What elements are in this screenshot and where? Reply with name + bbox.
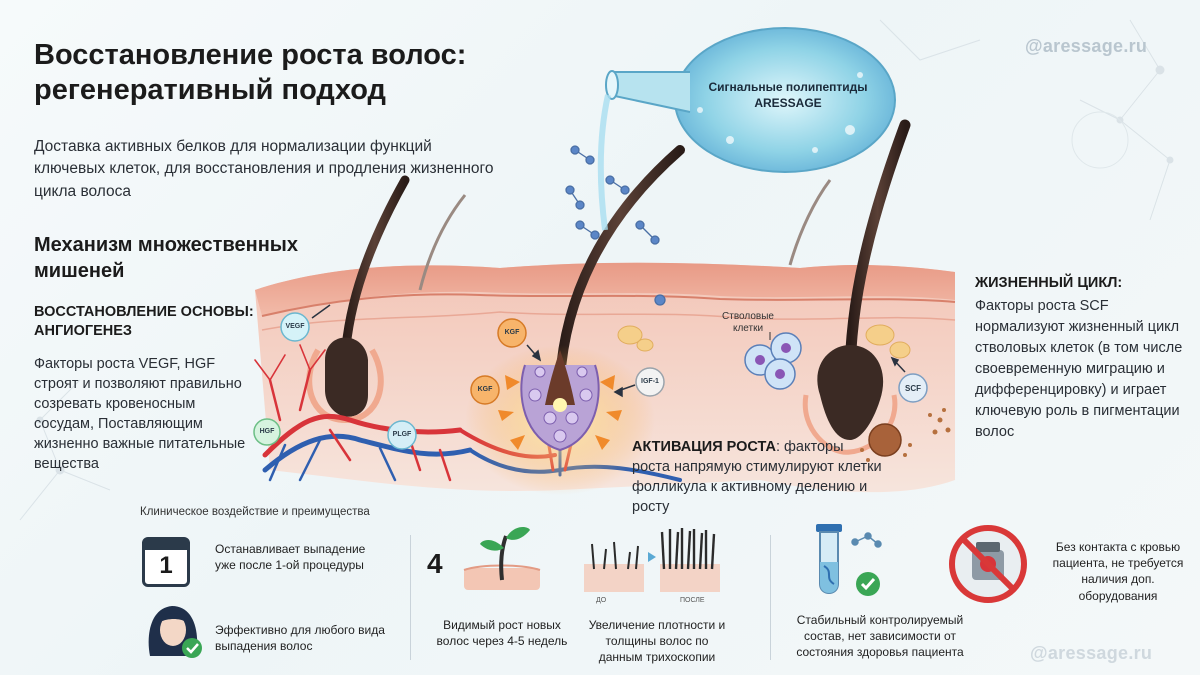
vegf-bubble xyxy=(280,312,310,342)
benefit-visible-growth: Видимый рост новых волос через 4-5 недел… xyxy=(436,618,568,649)
benefit-no-blood: Без контакта с кровью пациента, не требу… xyxy=(1052,540,1184,603)
background-molecules xyxy=(19,19,1174,521)
igf-bubble xyxy=(635,367,665,397)
angiogenesis-heading: ВОССТАНОВЛЕНИЕ ОСНОВЫ: АНГИОГЕНЕЗ xyxy=(34,304,254,339)
activation-block: АКТИВАЦИЯ РОСТА: факторы роста напрямую … xyxy=(632,437,882,517)
plgf-label: PLGF xyxy=(392,431,412,438)
kgf-label-left: KGF xyxy=(477,386,493,393)
fat-cells xyxy=(617,324,911,359)
before-after-icon xyxy=(584,528,720,592)
benefit-stops-loss: Останавливает выпадение уже после 1-ой п… xyxy=(215,542,366,573)
after-label: после xyxy=(680,597,705,604)
benefits-heading: Клиническое воздействие и преимущества xyxy=(140,506,370,518)
activation-arrows xyxy=(498,375,622,450)
activation-text: : факторы роста напрямую стимулируют кле… xyxy=(632,439,882,515)
kgf-bubble-top xyxy=(497,318,527,348)
weeks-number: 4 xyxy=(427,548,443,579)
angiogenesis-text: Факторы роста VEGF, HGF строят и позволя… xyxy=(34,356,246,472)
flask xyxy=(605,27,896,173)
benefit-any-loss: Эффективно для любого вида выпадения вол… xyxy=(215,623,385,654)
calendar-number: 1 xyxy=(159,552,173,579)
stem-cells xyxy=(744,332,802,390)
woman-head-icon xyxy=(148,606,202,658)
scf-label: SCF xyxy=(905,384,921,393)
flask-label: Сигнальные полипептиды ARESSAGE xyxy=(708,80,868,110)
hgf-label: HGF xyxy=(259,428,275,435)
life-cycle-text: Факторы роста SCF нормализуют жизненный … xyxy=(975,298,1183,441)
scf-bubble xyxy=(898,373,928,403)
no-equipment-icon xyxy=(949,525,1027,603)
calendar-icon: 1 xyxy=(142,537,190,587)
falling-molecules xyxy=(565,145,666,306)
activation-heading: АКТИВАЦИЯ РОСТА xyxy=(632,439,776,455)
benefit-density: Увеличение плотности и толщины волос по … xyxy=(588,618,726,665)
watermark-top: @aressage.ru xyxy=(1025,36,1148,56)
divider xyxy=(410,535,411,660)
plgf-bubble xyxy=(387,420,417,450)
divider xyxy=(770,535,771,660)
stem-cells-label: Стволовые клетки xyxy=(722,311,774,334)
benefit-stable-composition: Стабильный контролируемый состав, нет за… xyxy=(796,613,964,660)
test-tube-icon xyxy=(816,524,882,596)
page-title: Восстановление роста волос: регенеративн… xyxy=(34,39,467,107)
kgf-bubble-left xyxy=(470,375,500,405)
page-subtitle: Доставка активных белков для нормализаци… xyxy=(34,138,494,200)
watermark-bottom: @aressage.ru xyxy=(1030,643,1153,663)
sprout-icon xyxy=(463,527,541,590)
igf-label: IGF-1 xyxy=(641,378,659,385)
kgf-label-top: KGF xyxy=(504,329,520,336)
hgf-bubble xyxy=(253,418,281,446)
life-cycle-heading: ЖИЗНЕННЫЙ ЦИКЛ: xyxy=(975,275,1123,291)
before-label: до xyxy=(596,597,607,604)
mechanism-heading: Механизм множественных мишеней xyxy=(34,234,298,282)
vegf-label: VEGF xyxy=(285,323,305,330)
